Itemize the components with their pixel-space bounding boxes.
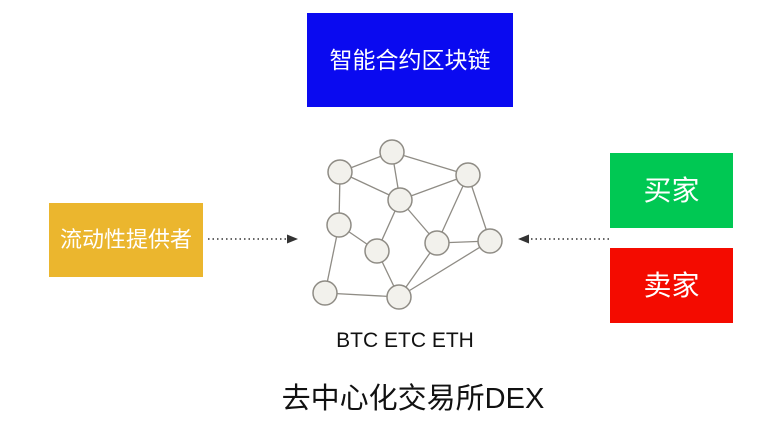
smart-contract-blockchain-label: 智能合约区块链 (329, 46, 491, 73)
arrowhead-icon (287, 234, 298, 244)
network-node (455, 162, 481, 188)
liquidity-provider-label: 流动性提供者 (59, 227, 192, 252)
seller-box: 卖家 (610, 248, 733, 323)
seller-label: 卖家 (643, 269, 700, 301)
network-node (312, 280, 338, 306)
network-node (326, 212, 352, 238)
arrowhead-icon (518, 234, 529, 244)
buyer-label: 买家 (643, 174, 700, 206)
smart-contract-blockchain-box: 智能合约区块链 (307, 13, 513, 107)
network-edge (398, 240, 491, 298)
network-node (386, 284, 412, 310)
coins-label: BTC ETC ETH (336, 329, 474, 352)
network-node (424, 230, 450, 256)
diagram-title: 去中心化交易所DEX (281, 383, 545, 415)
network-node (387, 187, 413, 213)
liquidity-provider-box: 流动性提供者 (49, 203, 203, 277)
buyer-box: 买家 (610, 153, 733, 228)
network-node (327, 159, 353, 185)
network-edge (391, 151, 469, 176)
network-node (477, 228, 503, 254)
network-node (364, 238, 390, 264)
network-node (379, 139, 405, 165)
